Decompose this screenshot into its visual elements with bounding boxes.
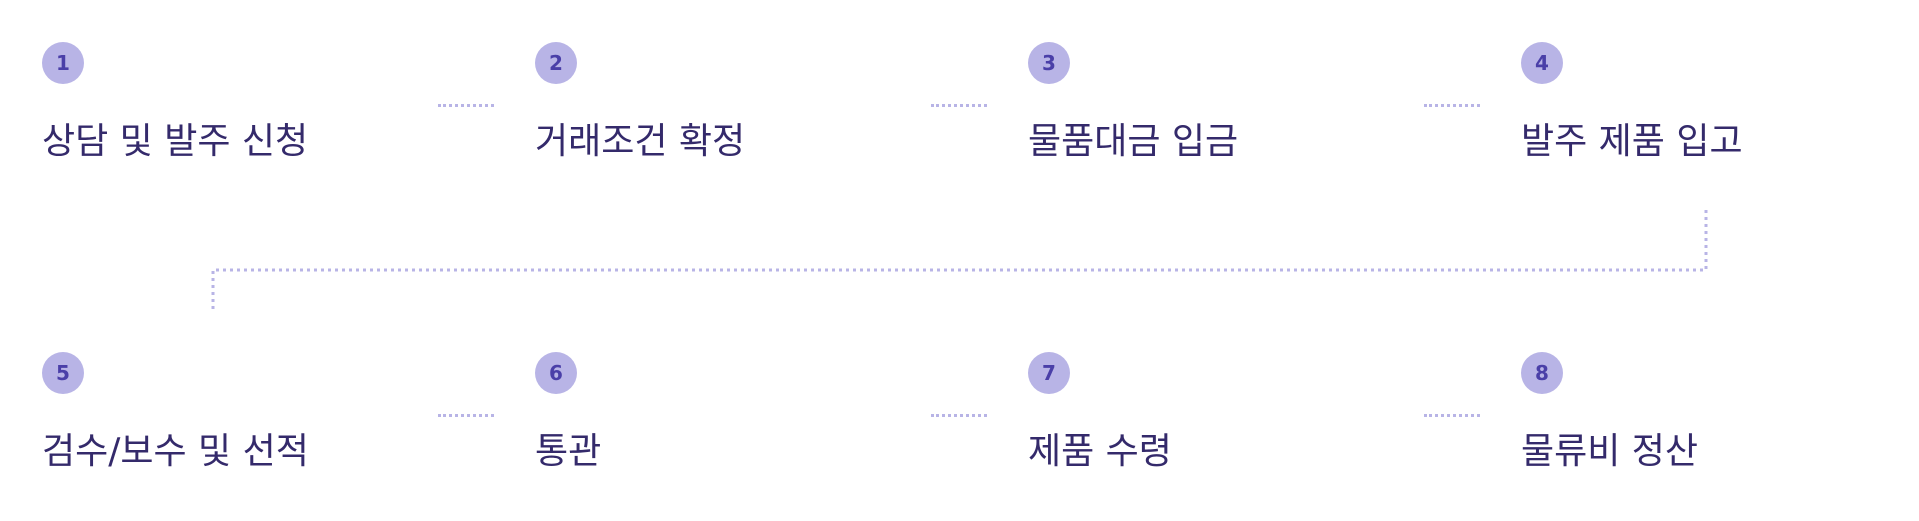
step-label: 물품대금 입금 — [1028, 121, 1239, 162]
step-label: 상담 및 발주 신청 — [42, 121, 309, 162]
step-connector — [931, 414, 987, 417]
step-number-badge: 2 — [535, 42, 577, 84]
step-number-badge: 1 — [42, 42, 84, 84]
step-number-badge: 6 — [535, 352, 577, 394]
step-number-badge: 7 — [1028, 352, 1070, 394]
step-connector — [1424, 104, 1480, 107]
step-number-badge: 3 — [1028, 42, 1070, 84]
step-label: 거래조건 확정 — [535, 121, 746, 162]
step-connector — [931, 104, 987, 107]
step-label: 제품 수령 — [1028, 431, 1172, 472]
step-label: 검수/보수 및 선적 — [42, 431, 309, 472]
step-label: 물류비 정산 — [1521, 431, 1699, 472]
step-connector — [438, 414, 494, 417]
step-connector — [438, 104, 494, 107]
step-number-badge: 4 — [1521, 42, 1563, 84]
step-connector — [1424, 414, 1480, 417]
step-number-badge: 5 — [42, 352, 84, 394]
step-label: 통관 — [535, 431, 602, 472]
row-transition-line — [211, 210, 1708, 312]
step-label: 발주 제품 입고 — [1521, 121, 1743, 162]
step-number-badge: 8 — [1521, 352, 1563, 394]
